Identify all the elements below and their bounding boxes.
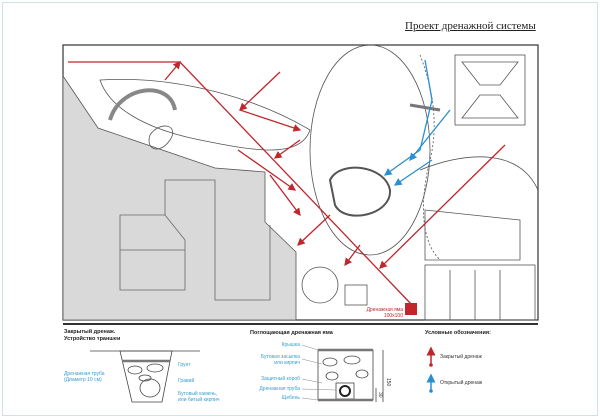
pit-label-2: 100х100: [384, 313, 403, 319]
label-stone-1: Бутовый камень,: [178, 390, 217, 397]
page-title: Проект дренажной системы: [405, 20, 536, 32]
legend-open-label: Открытый дренаж: [440, 379, 483, 386]
legend-closed: Закрытый дренаж: [426, 346, 482, 367]
label-gravel: Гравий: [178, 377, 194, 384]
drain-pit-marker: [405, 303, 417, 315]
trench-drawing: [90, 350, 200, 403]
house-area: [62, 74, 297, 321]
dim-bottom: 30: [377, 392, 383, 398]
pit-leaders: [301, 344, 337, 401]
label-rubble: Щебень: [282, 395, 301, 401]
pit-heading: Поглощающая дренажная яма: [250, 330, 334, 336]
dim-total: 150: [385, 378, 391, 387]
pit-label-1: Дренажная яма: [367, 307, 404, 313]
legend-open: Открытый дренаж: [426, 373, 483, 393]
open-drain-lines: [383, 59, 451, 186]
label-pipe-2: (Диаметр 10 см): [64, 377, 102, 383]
garden-shapes: [99, 44, 539, 321]
label-fill-1: Бутовая засыпка: [261, 354, 300, 360]
label-stone-2: или битый кирпич: [178, 396, 220, 403]
label-lid: Крышка: [282, 342, 301, 348]
closed-drain-lines: [68, 61, 506, 306]
label-pit-pipe: Дренажная труба: [259, 386, 300, 392]
label-fill-2: или кирпич: [274, 360, 300, 366]
pit-drawing: [317, 348, 384, 402]
legend-heading: Условные обозначения:: [425, 329, 491, 336]
trench-heading-2: Устройство траншеи: [64, 335, 120, 342]
trench-heading-1: Закрытый дренаж.: [64, 328, 116, 335]
legend-closed-label: Закрытый дренаж: [440, 353, 482, 360]
label-soil: Грунт: [178, 362, 191, 368]
house-outlines: [119, 179, 271, 301]
label-pipe-1: Дренажная труба: [64, 371, 105, 377]
label-box: Защитный короб: [261, 375, 300, 382]
